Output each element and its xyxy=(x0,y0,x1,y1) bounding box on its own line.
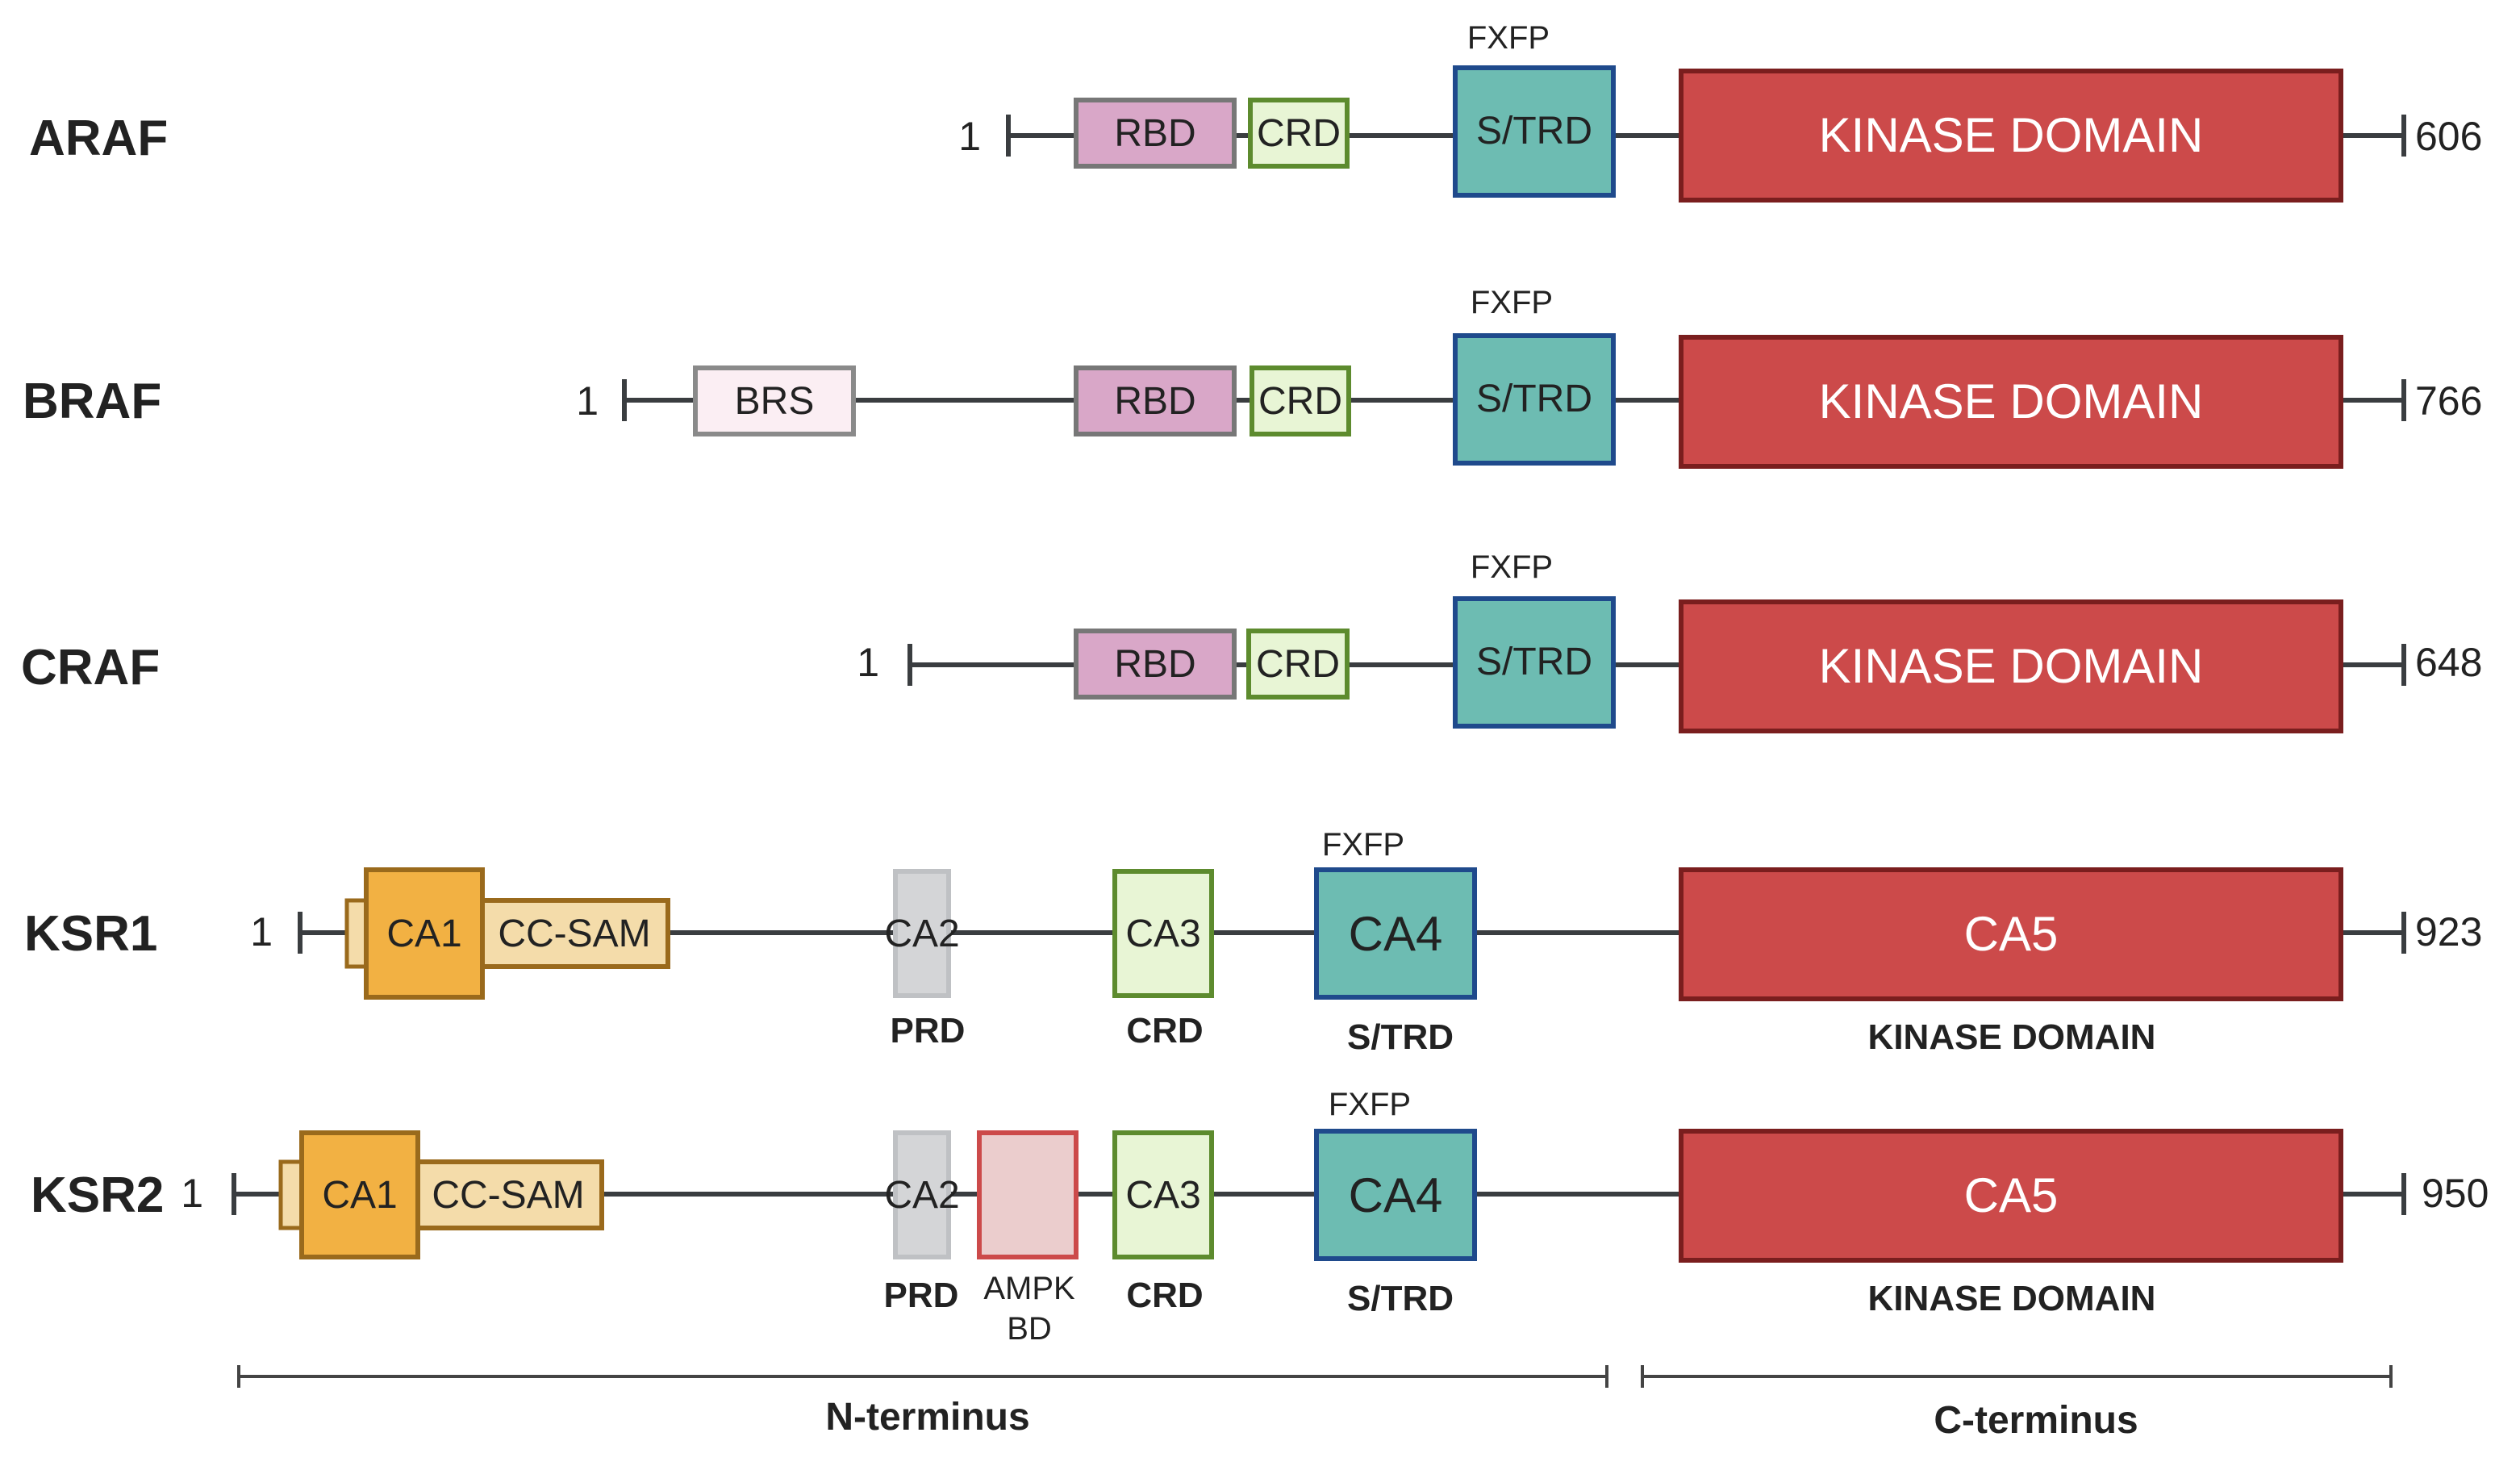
start-number: 1 xyxy=(576,378,599,424)
kinase-label: KINASE DOMAIN xyxy=(1819,374,2204,428)
crd-sublabel: CRD xyxy=(1126,1011,1203,1050)
araf-row: ARAF 1 606 RBD CRD S/TRD FXFP KINASE DOM… xyxy=(29,20,2482,203)
kinase-label: KINASE DOMAIN xyxy=(1819,108,2204,162)
protein-name-braf: BRAF xyxy=(23,374,161,429)
fxfp-motif-label: FXFP xyxy=(1471,285,1553,320)
fxfp-motif-label: FXFP xyxy=(1322,827,1404,862)
ampk-label-line2: BD xyxy=(1007,1311,1052,1347)
brs-label: BRS xyxy=(735,380,815,423)
end-number: 606 xyxy=(2415,114,2482,159)
rbd-domain xyxy=(1074,365,1237,436)
ca2-domain xyxy=(893,869,951,998)
crd-domain xyxy=(1248,98,1350,169)
ampk-label-line1: AMPK xyxy=(983,1271,1075,1306)
ca4-domain xyxy=(1314,1129,1477,1261)
ca2-label: CA2 xyxy=(884,913,959,955)
rbd-domain xyxy=(1074,629,1237,700)
fxfp-motif-label: FXFP xyxy=(1467,20,1550,56)
ccsam-label: CC-SAM xyxy=(498,913,650,955)
ca3-label: CA3 xyxy=(1125,913,1200,955)
c-terminus-bracket: C-terminus xyxy=(1641,1365,2393,1442)
strd-label: S/TRD xyxy=(1476,641,1592,683)
kinase-label: KINASE DOMAIN xyxy=(1819,639,2204,693)
ksr1-row: KSR1 1 923 CC-SAM CA1 CA2 PRD CA3 CRD CA… xyxy=(24,827,2482,1057)
ca5-label: CA5 xyxy=(1964,1168,2059,1222)
fxfp-motif-label: FXFP xyxy=(1329,1087,1411,1122)
protein-name-araf: ARAF xyxy=(29,111,168,166)
start-number: 1 xyxy=(857,640,879,685)
c-terminus-label: C-terminus xyxy=(1934,1399,2138,1442)
ca3-domain xyxy=(1112,1130,1214,1259)
strd-domain xyxy=(1453,65,1616,198)
rbd-label: RBD xyxy=(1114,112,1195,155)
ampk-bd-domain xyxy=(977,1130,1079,1259)
crd-domain xyxy=(1246,629,1350,700)
ca2-domain xyxy=(893,1130,951,1259)
protein-name-ksr1: KSR1 xyxy=(24,906,157,962)
end-number: 766 xyxy=(2415,378,2482,424)
ksr2-row: KSR2 1 950 CC-SAM CA1 CA2 PRD AMPK BD CA… xyxy=(31,1087,2489,1347)
prd-label: PRD xyxy=(891,1011,966,1050)
crd-label: CRD xyxy=(1258,380,1342,423)
kinase-domain xyxy=(1679,599,2343,733)
kinase-domain xyxy=(1679,335,2343,469)
protein-name-ksr2: KSR2 xyxy=(31,1167,164,1223)
strd-domain xyxy=(1453,596,1616,729)
ca5-domain xyxy=(1679,867,2343,1001)
protein-name-craf: CRAF xyxy=(21,640,160,695)
crd-label: CRD xyxy=(1256,643,1340,686)
ca5-domain xyxy=(1679,1129,2343,1263)
ccsam-domain xyxy=(407,1159,604,1230)
n-terminus-label: N-terminus xyxy=(825,1396,1029,1439)
ccsam-domain xyxy=(474,898,670,969)
ca3-label: CA3 xyxy=(1125,1174,1200,1217)
ca4-domain xyxy=(1314,867,1477,1000)
end-number: 923 xyxy=(2415,909,2482,954)
crd-domain xyxy=(1250,365,1351,436)
strd-domain xyxy=(1453,333,1616,466)
strd-sublabel: S/TRD xyxy=(1347,1017,1454,1057)
start-number: 1 xyxy=(958,114,981,159)
strd-label: S/TRD xyxy=(1476,378,1592,420)
rbd-label: RBD xyxy=(1114,643,1195,686)
strd-label: S/TRD xyxy=(1476,110,1592,152)
ca1-domain xyxy=(299,1130,420,1259)
prd-label: PRD xyxy=(884,1276,959,1315)
craf-row: CRAF 1 648 RBD CRD S/TRD FXFP KINASE DOM… xyxy=(21,549,2482,733)
braf-row: BRAF 1 766 BRS RBD CRD S/TRD FXFP KINASE… xyxy=(23,285,2482,469)
ca4-label: CA4 xyxy=(1349,907,1443,961)
start-number: 1 xyxy=(181,1171,203,1216)
brs-domain xyxy=(693,365,856,436)
n-terminus-bracket: N-terminus xyxy=(237,1365,1608,1439)
kinase-sublabel: KINASE DOMAIN xyxy=(1868,1017,2156,1057)
ca4-label: CA4 xyxy=(1349,1168,1443,1222)
rbd-label: RBD xyxy=(1114,380,1195,423)
ca3-domain xyxy=(1112,869,1214,998)
ccsam-label: CC-SAM xyxy=(432,1174,584,1217)
kinase-sublabel: KINASE DOMAIN xyxy=(1868,1279,2156,1318)
crd-sublabel: CRD xyxy=(1126,1276,1203,1315)
strd-sublabel: S/TRD xyxy=(1347,1279,1454,1318)
fxfp-motif-label: FXFP xyxy=(1471,549,1553,585)
end-number: 648 xyxy=(2415,640,2482,685)
ca1-domain xyxy=(364,867,485,1000)
ca5-label: CA5 xyxy=(1964,907,2059,961)
kinase-domain xyxy=(1679,69,2343,203)
crd-label: CRD xyxy=(1257,112,1341,155)
rbd-domain xyxy=(1074,98,1237,169)
ca1-label: CA1 xyxy=(322,1174,397,1217)
end-number: 950 xyxy=(2422,1171,2489,1216)
ca1-label: CA1 xyxy=(386,913,461,955)
ca2-label: CA2 xyxy=(884,1174,959,1217)
start-number: 1 xyxy=(250,909,273,954)
